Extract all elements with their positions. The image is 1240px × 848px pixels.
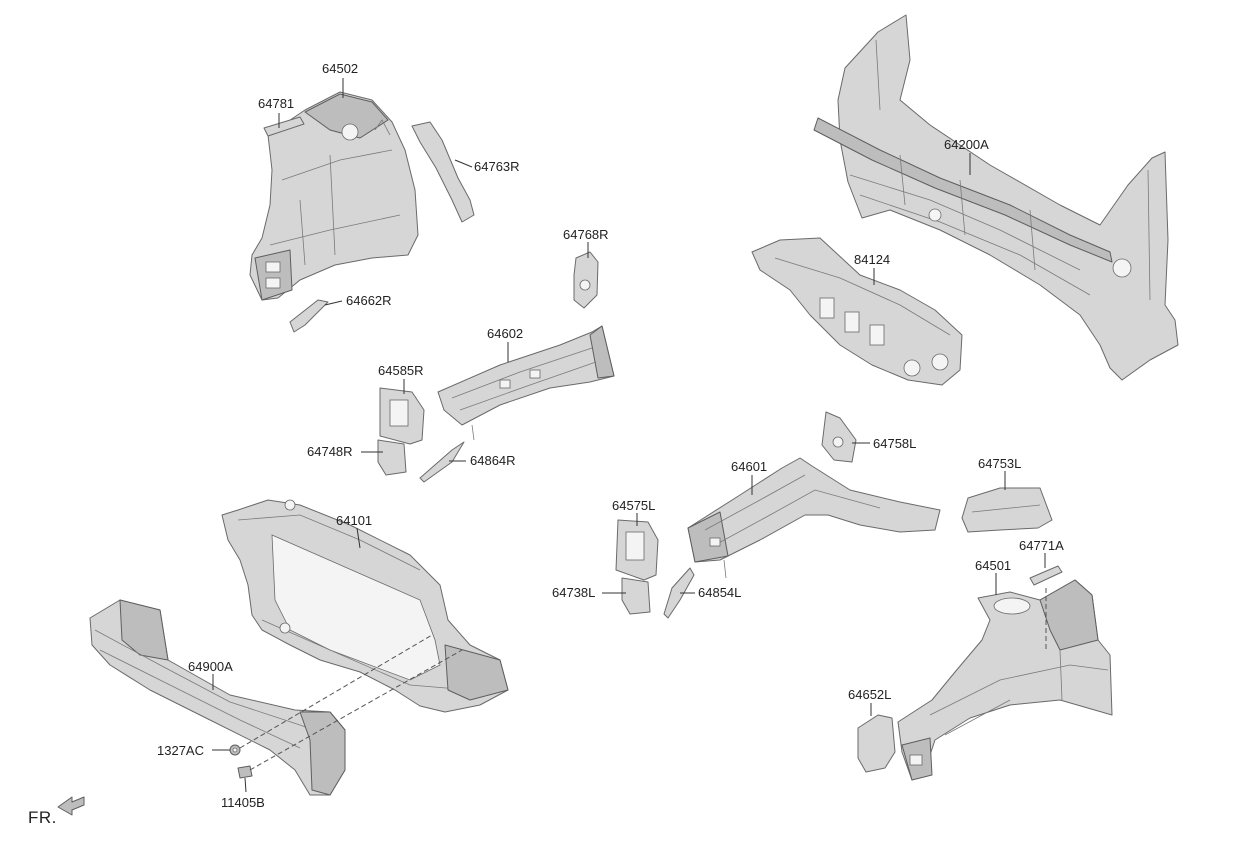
label-1327AC: 1327AC [157,743,204,758]
part-64575L-illustration [615,519,659,581]
part-64854L-illustration [663,567,695,619]
part-64601-illustration [687,457,941,579]
part-64501-illustration [897,579,1113,781]
part-64768R-illustration [573,251,599,309]
front-direction-arrow-icon [57,796,85,816]
part-64753L-illustration [961,487,1053,533]
label-64652L: 64652L [848,687,892,702]
part-64900A-illustration [89,599,346,796]
label-64854L: 64854L [698,585,742,600]
part-64662R-illustration [289,299,329,333]
label-64900A: 64900A [188,659,233,674]
front-direction-label: FR. [28,808,57,827]
label-64575L: 64575L [612,498,656,513]
label-64738L: 64738L [552,585,596,600]
part-84124-illustration [751,237,963,386]
label-11405B: 11405B [221,795,265,810]
label-64501: 64501 [975,558,1012,573]
label-64601: 64601 [731,459,768,474]
label-64753L: 64753L [978,456,1022,471]
part-64748R-illustration [377,439,407,476]
label-64781: 64781 [258,96,295,111]
part-64502-illustration [249,91,419,301]
label-64602: 64602 [487,326,524,341]
label-64768R: 64768R [563,227,609,242]
label-64748R: 64748R [307,444,353,459]
label-64585R: 64585R [378,363,424,378]
label-84124: 84124 [854,252,891,267]
part-64763R-illustration [411,121,475,223]
part-64864R-illustration [419,441,465,483]
part-1327AC-illustration [229,744,241,756]
part-64738L-illustration [621,577,651,615]
part-64781-illustration [263,116,305,137]
part-64758L-illustration [821,411,857,463]
label-64502: 64502 [322,61,359,76]
label-64864R: 64864R [470,453,516,468]
label-64662R: 64662R [346,293,392,308]
part-64771A-illustration [1029,565,1063,586]
part-64652L-illustration [857,714,896,773]
label-64763R: 64763R [474,159,520,174]
part-64602-illustration [437,325,615,441]
part-64101-illustration [221,499,509,713]
label-64101: 64101 [336,513,373,528]
label-64758L: 64758L [873,436,917,451]
label-64200A: 64200A [944,137,989,152]
part-11405B-illustration [237,765,253,793]
part-64200A-illustration [813,14,1179,381]
label-64771A: 64771A [1019,538,1064,553]
part-64585R-illustration [379,387,425,445]
